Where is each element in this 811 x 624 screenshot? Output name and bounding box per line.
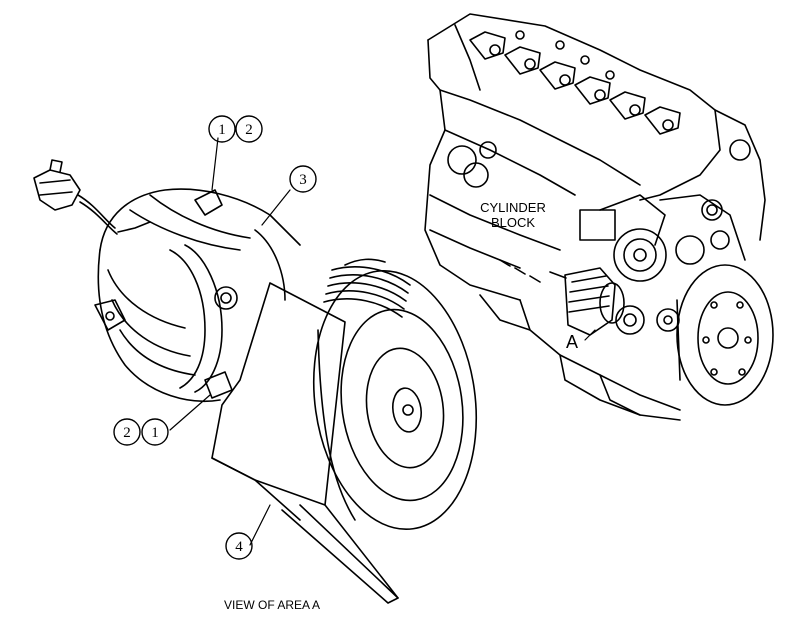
- view-caption: VIEW OF AREA A: [224, 598, 320, 612]
- callout-3-text: 3: [299, 172, 307, 188]
- callout-1-top-text: 1: [218, 122, 226, 138]
- area-a-label: A: [566, 332, 578, 352]
- callout-3: 3: [289, 165, 317, 193]
- engine-drawing: [424, 13, 774, 421]
- callout-1-bottom-text: 1: [151, 425, 159, 441]
- callout-2-top-text: 2: [245, 122, 253, 138]
- cylinder-block-label-line1: CYLINDER: [480, 200, 546, 215]
- callout-2-bottom: 2: [113, 418, 141, 446]
- callout-4-text: 4: [235, 539, 243, 555]
- callout-2-bottom-text: 2: [123, 425, 131, 441]
- callout-1-bottom: 1: [141, 418, 169, 446]
- callout-2-top: 2: [235, 115, 263, 143]
- callout-4: 4: [225, 532, 253, 560]
- compressor-drawing: [33, 137, 478, 604]
- cylinder-block-label-line2: BLOCK: [491, 215, 535, 230]
- callout-1-top: 1: [208, 115, 236, 143]
